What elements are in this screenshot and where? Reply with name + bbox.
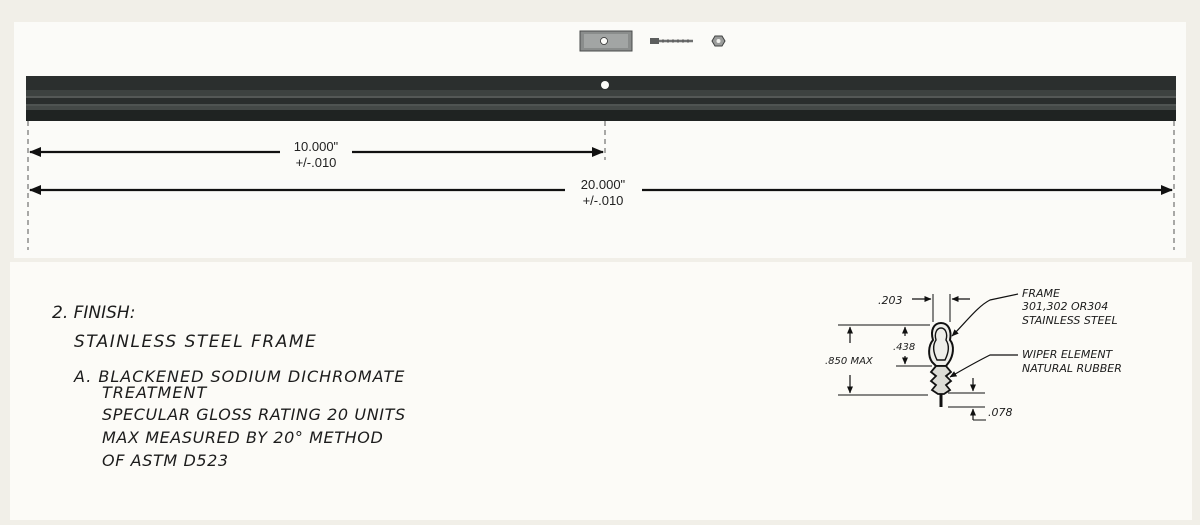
half-length-dimension: 10.000" +/-.010 [29,139,604,170]
full-length-tolerance: +/-.010 [583,193,624,208]
full-length-value: 20.000" [581,177,626,192]
half-length-tolerance: +/-.010 [296,155,337,170]
overall-height-label: .850 MAX [825,356,874,367]
finish-item-a-line5: OF ASTM D523 [102,451,229,470]
photo-panel [14,22,1186,258]
notes-panel [10,262,1192,520]
finish-item-a-line4: MAX MEASURED BY 20° METHOD [102,428,383,447]
mounting-hardware [579,30,726,52]
frame-callout-line3: STAINLESS STEEL [1022,314,1118,327]
full-length-dimension: 20.000" +/-.010 [29,177,1173,208]
wiper-blade-bar [26,76,1176,121]
element-callout-line1: WIPER ELEMENT [1022,348,1114,361]
lip-label: .078 [988,406,1013,419]
finish-item-a-line1: A. BLACKENED SODIUM DICHROMATE [73,367,405,386]
cross-section-detail: .203 .850 MAX .438 .078 FRAME 301,302 OR… [825,287,1122,421]
element-callout-line2: NATURAL RUBBER [1022,362,1122,375]
frame-height-label: .438 [893,342,915,353]
mounting-clip-icon [579,30,633,52]
half-length-value: 10.000" [294,139,339,154]
element-leader-line [949,354,1018,378]
center-mount-hole [601,81,609,89]
finish-item-a-line2: TREATMENT [102,383,207,402]
frame-callout-line1: FRAME [1022,287,1060,300]
finish-item-a-line3: SPECULAR GLOSS RATING 20 UNITS [102,405,406,424]
blade-profile [928,321,954,407]
nut-icon [711,35,726,47]
finish-heading: 2. FINISH: [52,303,135,323]
finish-notes: 2. FINISH: STAINLESS STEEL FRAME A. BLAC… [52,303,406,470]
width-label: .203 [878,294,903,307]
frame-leader-line [951,293,1019,337]
screw-icon [650,38,693,44]
frame-callout-line2: 301,302 OR304 [1022,300,1108,313]
finish-frame-line: STAINLESS STEEL FRAME [74,332,317,352]
extension-lines [27,121,1175,250]
